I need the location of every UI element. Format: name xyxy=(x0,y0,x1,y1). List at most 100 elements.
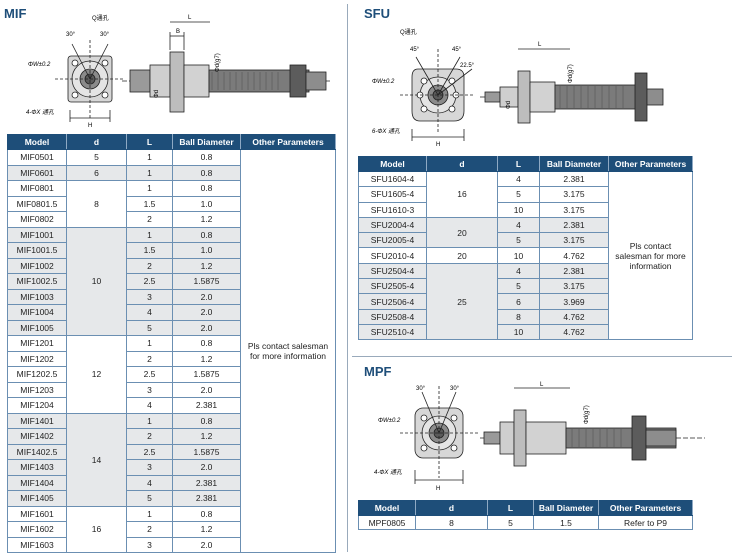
mif-spec-table: Model d L Ball Diameter Other Parameters… xyxy=(7,134,336,553)
cell-l: 10 xyxy=(497,201,540,218)
cell-ball-diameter: 1.2 xyxy=(172,428,241,445)
sfu-drawing: Q通孔 45° 45° 22.5° ΦW±0.2 6-ΦX 通孔 H L Φd(… xyxy=(372,28,664,148)
mif-l-label: L xyxy=(188,15,192,21)
cell-ball-diameter: 3.175 xyxy=(539,186,609,203)
cell-ball-diameter: 1.0 xyxy=(172,242,241,259)
cell-d: 12 xyxy=(66,335,127,414)
cell-ball-diameter: 0.8 xyxy=(172,180,241,197)
sfu-header-d: d xyxy=(426,156,498,172)
mif-hole-label: Q通孔 xyxy=(92,14,109,22)
cell-d: 20 xyxy=(426,247,498,264)
mpf-title: MPF xyxy=(364,364,392,379)
cell-other-parameters: Pls contact salesman for more informatio… xyxy=(240,149,336,553)
cell-l: 5 xyxy=(497,232,540,249)
cell-model: SFU2504-4 xyxy=(358,262,427,280)
cell-ball-diameter: 3.175 xyxy=(539,232,609,249)
cell-d: 10 xyxy=(66,226,127,336)
cell-l: 1 xyxy=(126,180,173,197)
mpf-header-d: d xyxy=(415,500,488,516)
cell-l: 1 xyxy=(126,505,173,522)
cell-ball-diameter: 2.381 xyxy=(539,216,609,234)
cell-ball-diameter: 4.762 xyxy=(539,323,609,341)
cell-model: MIF0801 xyxy=(7,180,67,197)
cell-model: MIF0802 xyxy=(7,211,67,228)
sfu-header-other-parameters: Other Parameters xyxy=(608,156,693,172)
cell-model: MIF1004 xyxy=(7,304,67,321)
sfu-pcd-label: ΦW±0.2 xyxy=(372,79,395,85)
cell-ball-diameter: 4.762 xyxy=(539,308,609,325)
cell-ball-diameter: 1.5875 xyxy=(172,443,241,460)
cell-model: MIF1204 xyxy=(7,397,67,414)
cell-d: 20 xyxy=(426,216,498,249)
cell-ball-diameter: 2.0 xyxy=(172,459,241,476)
cell-d: 6 xyxy=(66,164,127,181)
mif-angle1-label: 30° xyxy=(66,32,76,38)
sfu-hole-label: Q通孔 xyxy=(400,28,417,36)
cell-model: MIF1405 xyxy=(7,490,67,507)
sfu-angle1-label: 45° xyxy=(410,47,420,53)
mpf-header-l: L xyxy=(487,500,534,516)
cell-model: MIF1203 xyxy=(7,381,67,398)
mpf-holes-label: 4-ΦX 通孔 xyxy=(374,469,403,476)
cell-l: 3 xyxy=(126,536,173,553)
mpf-pcd-label: ΦW±0.2 xyxy=(378,418,401,424)
mpf-angle1-label: 30° xyxy=(416,386,426,392)
cell-model: SFU1604-4 xyxy=(358,170,427,188)
cell-model: SFU2004-4 xyxy=(358,216,427,234)
cell-model: SFU2005-4 xyxy=(358,232,427,249)
cell-ball-diameter: 2.0 xyxy=(172,304,241,321)
cell-ball-diameter: 0.8 xyxy=(172,164,241,181)
cell-ball-diameter: 2.0 xyxy=(172,536,241,553)
cell-model: MIF1601 xyxy=(7,505,67,522)
table-row: MPF0805 8 5 1.5 Refer to P9 xyxy=(358,515,693,530)
sfu-angle2-label: 45° xyxy=(452,47,462,53)
mpf-cell-l: 5 xyxy=(487,515,534,530)
sfu-l-label: L xyxy=(538,42,542,48)
cell-ball-diameter: 0.8 xyxy=(172,505,241,522)
cell-other-parameters: Pls contact salesman for more informatio… xyxy=(608,170,693,341)
cell-model: MIF1001.5 xyxy=(7,242,67,259)
cell-ball-diameter: 1.2 xyxy=(172,211,241,228)
cell-ball-diameter: 3.969 xyxy=(539,293,609,310)
cell-model: MIF1002 xyxy=(7,257,67,274)
cell-l: 2 xyxy=(126,521,173,538)
cell-d: 14 xyxy=(66,412,127,507)
cell-ball-diameter: 2.381 xyxy=(172,490,241,507)
cell-l: 4 xyxy=(497,170,540,188)
cell-l: 8 xyxy=(497,308,540,325)
cell-ball-diameter: 2.381 xyxy=(172,397,241,414)
cell-ball-diameter: 4.762 xyxy=(539,247,609,264)
mif-header-other-parameters: Other Parameters xyxy=(240,134,336,150)
cell-model: MIF1401 xyxy=(7,412,67,429)
cell-l: 4 xyxy=(497,216,540,234)
mpf-header-model: Model xyxy=(358,500,416,516)
cell-ball-diameter: 0.8 xyxy=(172,412,241,429)
mpf-dg-label: Φd(g7) xyxy=(584,405,590,424)
sfu-h-label: H xyxy=(436,142,440,148)
mpf-cell-model: MPF0805 xyxy=(358,515,416,530)
cell-l: 2 xyxy=(126,211,173,228)
cell-l: 6 xyxy=(497,293,540,310)
cell-l: 3 xyxy=(126,459,173,476)
cell-l: 4 xyxy=(126,397,173,414)
mpf-header-other-parameters: Other Parameters xyxy=(598,500,693,516)
cell-model: MIF0801.5 xyxy=(7,195,67,212)
cell-l: 2 xyxy=(126,350,173,367)
cell-l: 10 xyxy=(497,247,540,264)
cell-ball-diameter: 2.0 xyxy=(172,288,241,305)
cell-model: SFU2010-4 xyxy=(358,247,427,264)
